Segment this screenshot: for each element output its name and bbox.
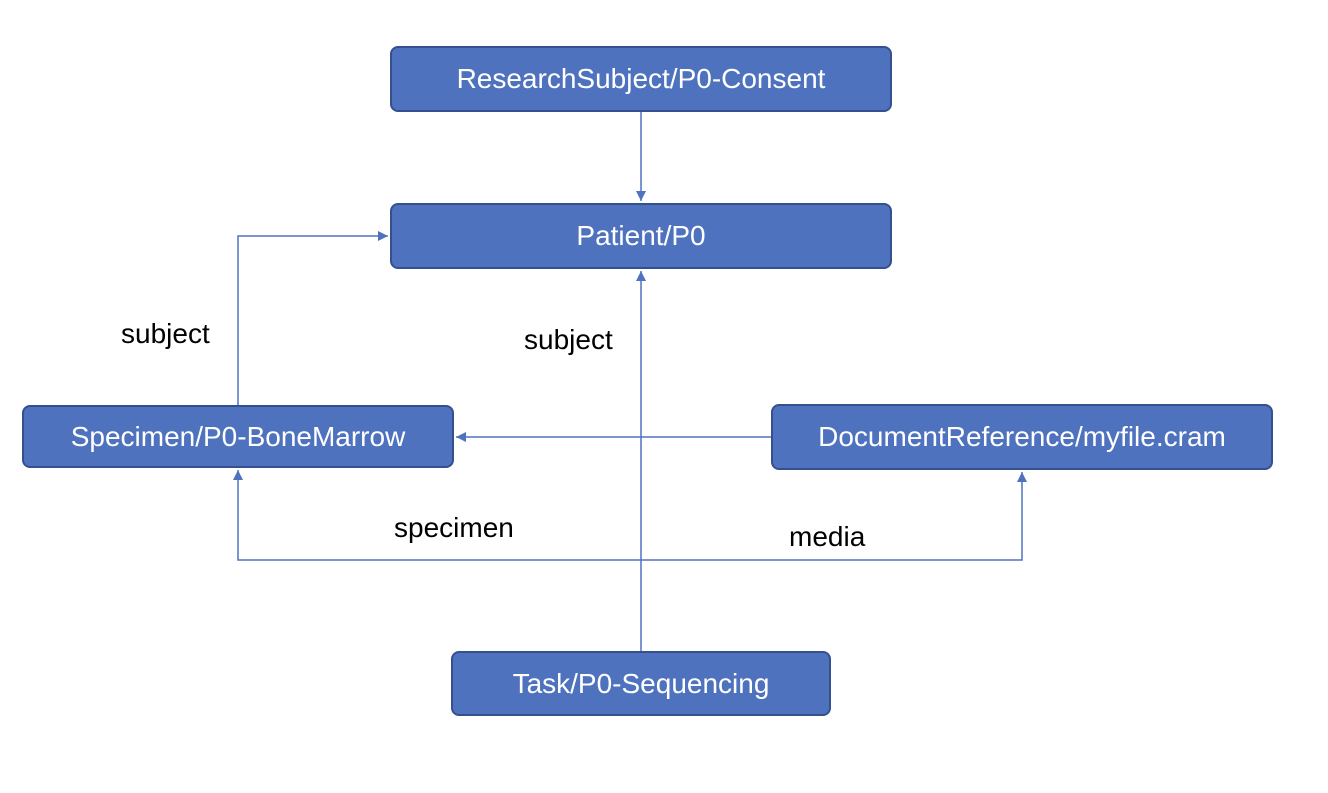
node-research-subject[interactable]: ResearchSubject/P0-Consent: [390, 46, 892, 112]
node-task-label: Task/P0-Sequencing: [512, 667, 770, 699]
node-patient-label: Patient/P0: [576, 220, 706, 251]
edge-label-task-media: media: [789, 521, 866, 552]
edge-label-task-specimen: specimen: [394, 512, 514, 543]
node-research-subject-label: ResearchSubject/P0-Consent: [456, 63, 826, 94]
edge-label-specimen-subject: subject: [121, 318, 210, 349]
edge-task-to-documentreference: [641, 472, 1027, 561]
node-patient[interactable]: Patient/P0: [390, 203, 892, 269]
edge-specimen-to-patient: [237, 231, 388, 405]
node-specimen-label: Specimen/P0-BoneMarrow: [70, 420, 406, 452]
node-document-reference-label: DocumentReference/myfile.cram: [818, 421, 1226, 452]
node-specimen[interactable]: Specimen/P0-BoneMarrow: [22, 405, 454, 468]
node-document-reference[interactable]: DocumentReference/myfile.cram: [771, 404, 1273, 470]
node-task[interactable]: Task/P0-Sequencing: [451, 651, 831, 716]
edge-task-to-specimen: [233, 470, 641, 561]
edge-label-task-subject: subject: [524, 324, 613, 355]
